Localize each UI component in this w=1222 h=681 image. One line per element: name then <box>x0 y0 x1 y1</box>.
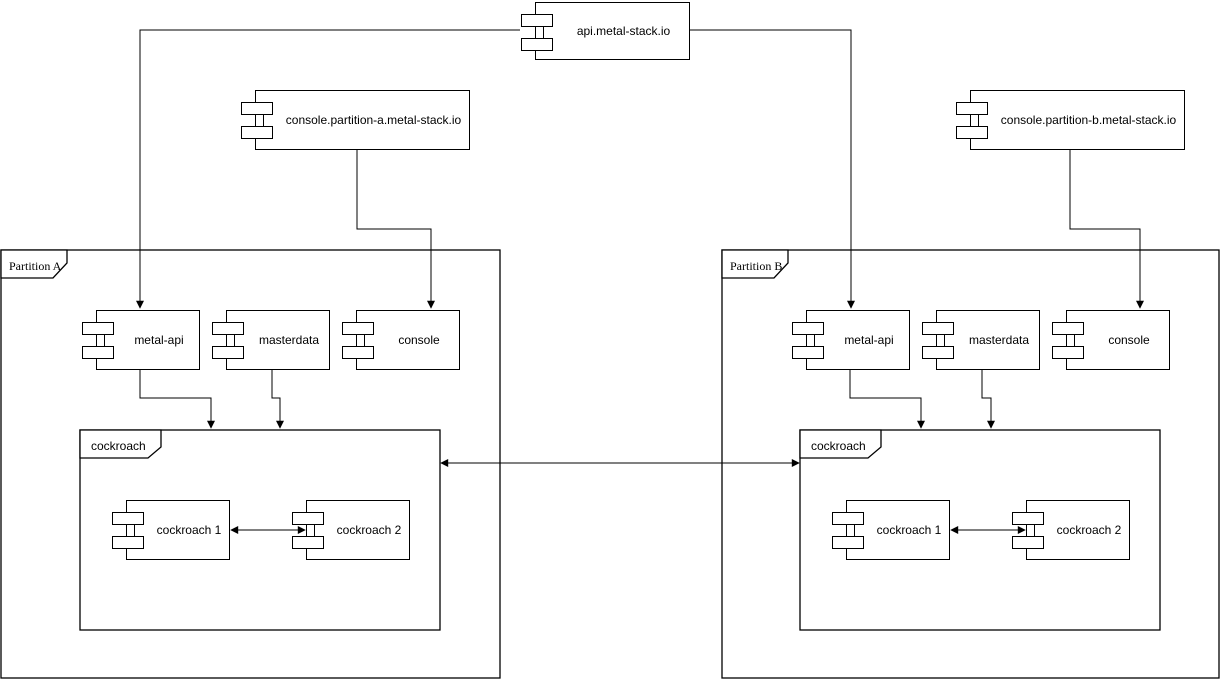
partition-a-tab <box>0 249 68 279</box>
uml-component-icon <box>212 322 244 335</box>
component-label: console <box>398 333 440 347</box>
component-label: cockroach 1 <box>876 523 942 537</box>
component-console-partition-a: console <box>342 310 460 370</box>
uml-component-icon <box>832 536 864 549</box>
uml-component-icon <box>922 322 954 335</box>
edge-console-b-external-to-console-b <box>1069 150 1144 309</box>
uml-component-icon <box>112 536 144 549</box>
uml-component-icon <box>342 346 374 359</box>
edge-masterdata-b-to-cockroach-b <box>981 370 995 429</box>
cockroach-group-b-label: cockroach <box>811 439 866 453</box>
uml-component-icon <box>342 322 374 335</box>
uml-component-icon <box>82 346 114 359</box>
cockroach-group-a-label: cockroach <box>91 439 146 453</box>
component-label: cockroach 1 <box>156 523 222 537</box>
component-label: console.partition-a.metal-stack.io <box>285 113 462 127</box>
edge-masterdata-a-to-cockroach-a <box>271 370 284 429</box>
edge-api-to-metal-api-b <box>690 29 855 309</box>
component-label: cockroach 2 <box>1056 523 1122 537</box>
uml-component-icon <box>1052 346 1084 359</box>
uml-component-icon <box>956 126 988 139</box>
uml-component-icon <box>1012 512 1044 525</box>
component-console-partition-b: console <box>1052 310 1170 370</box>
uml-component-icon <box>956 102 988 115</box>
component-metal-api-partition-b: metal-api <box>792 310 910 370</box>
component-label: api.metal-stack.io <box>576 24 671 38</box>
uml-component-icon <box>241 102 273 115</box>
component-metal-api-partition-a: metal-api <box>82 310 200 370</box>
component-cockroach-2-partition-b: cockroach 2 <box>1012 500 1130 560</box>
uml-component-icon <box>292 512 324 525</box>
uml-component-icon <box>521 14 553 27</box>
uml-component-icon <box>792 322 824 335</box>
uml-component-icon <box>922 346 954 359</box>
edge-metal-api-a-to-cockroach-a <box>139 370 215 429</box>
uml-component-icon <box>1012 536 1044 549</box>
uml-component-icon <box>832 512 864 525</box>
component-label: masterdata <box>258 333 320 347</box>
component-label: metal-api <box>134 333 184 347</box>
edge-console-a-external-to-console-a <box>356 150 435 309</box>
uml-component-icon <box>241 126 273 139</box>
component-console-partition-b-external: console.partition-b.metal-stack.io <box>956 90 1185 150</box>
uml-component-icon <box>212 346 244 359</box>
partition-a-label: Partition A <box>9 259 62 273</box>
partition-b-label: Partition B <box>730 259 782 273</box>
component-label: cockroach 2 <box>336 523 402 537</box>
component-api-metal-stack-io: api.metal-stack.io <box>521 2 690 60</box>
edge-metal-api-b-to-cockroach-b <box>849 370 925 429</box>
component-console-partition-a-external: console.partition-a.metal-stack.io <box>241 90 470 150</box>
cockroach-group-b-tab <box>799 429 882 459</box>
uml-component-icon <box>112 512 144 525</box>
component-masterdata-partition-a: masterdata <box>212 310 330 370</box>
cockroach-group-a-tab <box>79 429 162 459</box>
uml-component-icon <box>792 346 824 359</box>
component-masterdata-partition-b: masterdata <box>922 310 1040 370</box>
uml-component-icon <box>521 38 553 51</box>
edge-api-to-metal-api-a <box>136 29 520 309</box>
component-label: console <box>1108 333 1150 347</box>
component-label: metal-api <box>844 333 894 347</box>
component-label: masterdata <box>968 333 1030 347</box>
component-cockroach-1-partition-a: cockroach 1 <box>112 500 230 560</box>
component-cockroach-1-partition-b: cockroach 1 <box>832 500 950 560</box>
uml-component-icon <box>1052 322 1084 335</box>
component-cockroach-2-partition-a: cockroach 2 <box>292 500 410 560</box>
component-label: console.partition-b.metal-stack.io <box>1000 113 1177 127</box>
uml-component-icon <box>82 322 114 335</box>
uml-component-icon <box>292 536 324 549</box>
partition-b-tab <box>721 249 789 279</box>
